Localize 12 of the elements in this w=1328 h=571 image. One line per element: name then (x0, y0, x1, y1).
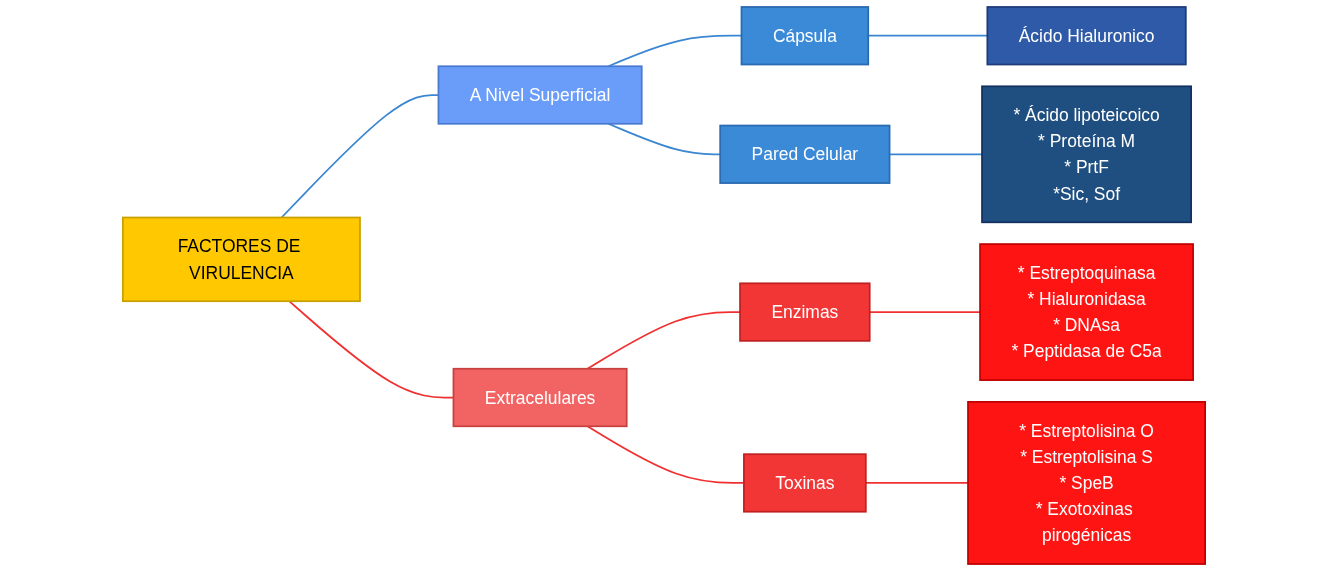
node-box: Enzimas (739, 282, 871, 342)
node-box: FACTORES DE VIRULENCIA (122, 216, 361, 303)
connector (586, 311, 741, 370)
node-box: Extracelulares (452, 367, 628, 428)
node-box: Ácido Hialuronico (986, 6, 1187, 66)
node-box: Cápsula (740, 6, 870, 66)
node-box: * Estreptoquinasa * Hialuronidasa * DNAsa * Peptidasa de C5a (979, 243, 1194, 381)
node-box: A Nivel Superficial (437, 65, 643, 125)
node-box: * Ácido lipoteicoico * Proteína M * PrtF *Sic, Sof (981, 85, 1192, 224)
node-box: Pared Celular (719, 124, 891, 184)
node-box: * Estreptolisina O * Estreptolisina S * SpeB * Exotoxinas pirogénicas (967, 401, 1206, 565)
node-box: Toxinas (743, 453, 867, 513)
